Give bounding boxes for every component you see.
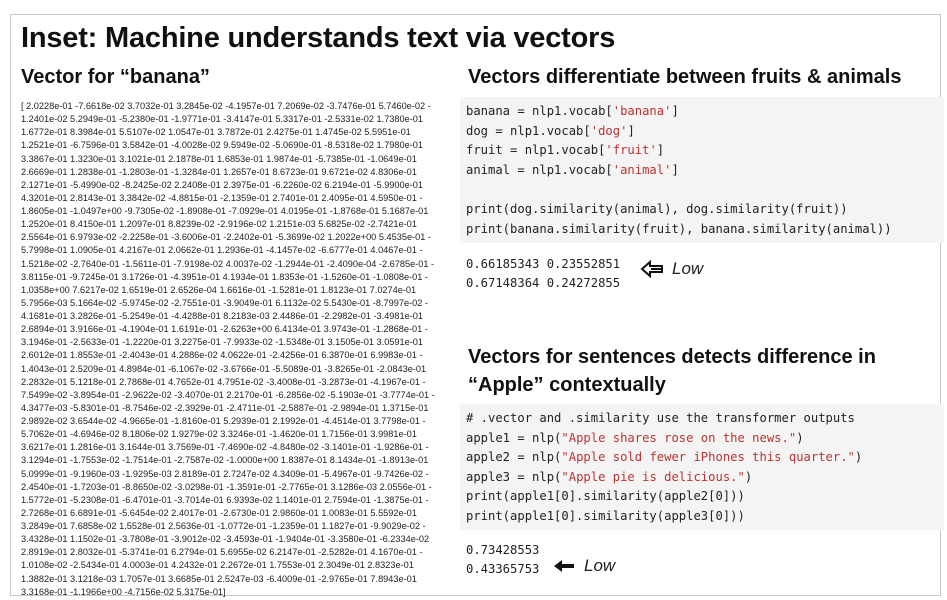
vector-line: 2.5564e-01 6.9793e-02 -2.2258e-01 -3.600… [21, 232, 431, 243]
output-line: 0.66185343 0.23552851 [466, 257, 621, 271]
output-line: 0.73428553 [466, 543, 540, 557]
vector-line: 3.1946e-01 -2.5633e-01 -1.2220e-01 3.227… [21, 337, 424, 348]
vector-line: 4.3477e-03 -5.8301e-01 -8.7546e-02 -2.39… [21, 402, 429, 413]
code-token: banana = nlp1.vocab[ [466, 104, 613, 118]
low-label-2: Low [584, 556, 616, 575]
code-token: ] [671, 104, 679, 118]
vector-line: 2.4540e-01 -1.7203e-01 -8.8650e-02 -3.02… [21, 481, 432, 492]
low-annotation-2: Low [552, 556, 615, 576]
low-label-1: Low [672, 259, 704, 278]
output-line: 0.43365753 [466, 562, 540, 576]
code-string: "Apple shares rose on the news." [561, 430, 797, 445]
vector-line: 3.3168e-01 -1.1966e+00 -4.7156e-02 5.317… [21, 586, 226, 597]
code-token: ) [796, 430, 804, 445]
vector-line: 1.3882e-01 3.1218e-03 1.7057e-01 3.6685e… [21, 573, 417, 584]
code-token: ] [627, 123, 635, 138]
vector-line: 3.1294e-01 -1.7553e-02 -1.7514e-01 -2.75… [21, 455, 429, 466]
vector-line: 3.2849e-01 7.6858e-02 1.5528e-01 2.5636e… [21, 521, 426, 531]
vector-line: 1.5772e-01 -5.2308e-01 -6.4701e-01 -3.70… [21, 494, 429, 505]
output-apple: 0.73428553 0.43365753 [466, 541, 539, 579]
vector-line: 1.2401e-02 5.2949e-01 -5.2380e-01 -1.977… [21, 114, 424, 125]
vector-line: [ 2.0228e-01 -7.6618e-02 3.7032e-01 3.28… [21, 101, 431, 111]
vector-line: 1.6772e-01 8.3984e-01 5.5107e-02 1.0547e… [21, 127, 411, 138]
code-token: print(banana.similarity(fruit), banana.s… [466, 221, 892, 236]
code-token: ] [671, 162, 679, 177]
code-line: banana = nlp1.vocab['banana'] [466, 102, 938, 122]
code-line: print(banana.similarity(fruit), banana.s… [466, 220, 938, 240]
vector-line: 7.5499e-02 -3.8954e-01 -2.9622e-02 -3.40… [21, 389, 435, 400]
code-string: 'banana' [612, 104, 672, 118]
code-token: print(apple1[0].similarity(apple3[0])) [466, 508, 745, 523]
vector-line: 5.7062e-01 -4.6946e-02 8.1806e-02 1.9279… [21, 429, 417, 440]
code-string: "Apple sold fewer iPhones this quarter." [561, 450, 855, 465]
vector-line: 1.5218e-02 -2.7640e-01 -1.5611e-01 -7.91… [21, 258, 435, 269]
vector-line: 1.0358e+00 7.6217e-02 1.6519e-01 2.6526e… [21, 284, 417, 295]
code-block-apple: # .vector and .similarity use the transf… [460, 404, 944, 530]
code-token: ) [744, 469, 753, 484]
vector-line: 3.8115e-01 -9.7245e-01 3.1726e-01 -4.395… [21, 271, 428, 282]
vector-line: 4.3201e-01 2.8143e-01 3.3842e-02 -4.8815… [21, 192, 423, 203]
vector-line: 2.1271e-01 -5.4990e-02 -8.2425e-02 2.240… [21, 179, 424, 190]
code-block-fruits-animals: banana = nlp1.vocab['banana']dog = nlp1.… [460, 97, 944, 243]
code-token: apple1 = nlp( [466, 430, 562, 445]
sentences-heading-line2: “Apple” contextually [468, 374, 666, 396]
fruits-animals-heading: Vectors differentiate between fruits & a… [468, 66, 902, 88]
vector-line: 2.6894e-01 3.9166e-01 -4.1904e-01 1.6191… [21, 324, 428, 335]
vector-line: 2.6669e-01 1.2838e-01 -1.2803e-01 -1.328… [21, 166, 417, 177]
vector-line: 2.2832e-01 5.1218e-01 2.7868e-01 4.7652e… [21, 376, 426, 387]
code-line [466, 180, 938, 200]
output-fruits-animals: 0.66185343 0.23552851 0.67148364 0.242728… [466, 255, 620, 293]
vector-line: 2.7268e-01 6.6891e-01 -5.6454e-02 2.4017… [21, 507, 417, 518]
code-token: animal = nlp1.vocab[ [466, 162, 613, 177]
code-string: 'dog' [590, 123, 628, 138]
code-line: apple1 = nlp("Apple shares rose on the n… [466, 429, 938, 449]
vector-line: 5.0999e-01 -9.1960e-03 -1.9295e-03 2.818… [21, 468, 429, 479]
code-string: 'fruit' [605, 143, 657, 158]
left-arrow-icon [640, 259, 663, 279]
code-token: apple2 = nlp( [466, 450, 562, 465]
code-token: dog = nlp1.vocab[ [466, 123, 591, 138]
code-token: print(dog.similarity(animal), dog.simila… [466, 201, 848, 216]
output-line: 0.67148364 0.24272855 [466, 276, 621, 290]
code-line: print(apple1[0].similarity(apple3[0])) [466, 507, 938, 527]
code-token: ] [656, 143, 665, 158]
low-annotation-1: Low [640, 258, 703, 280]
vector-line: 2.6012e-01 1.8553e-01 -2.4043e-01 4.2886… [21, 350, 423, 361]
code-line: print(dog.similarity(animal), dog.simila… [466, 200, 938, 220]
vector-line: 1.2521e-01 -6.7596e-01 3.5842e-01 -4.002… [21, 140, 424, 151]
code-line: dog = nlp1.vocab['dog'] [466, 122, 938, 142]
vector-line: 1.0108e-02 -2.5434e-01 4.0003e-01 4.2432… [21, 560, 414, 571]
slide-title: Inset: Machine understands text via vect… [21, 22, 616, 54]
code-token: # .vector and .similarity use the transf… [466, 411, 855, 425]
code-line: fruit = nlp1.vocab['fruit'] [466, 141, 938, 161]
vector-line: 1.8605e-01 -1.0497e+00 -9.7305e-02 -1.89… [21, 206, 429, 216]
vector-line: 3.6217e-01 1.2816e-01 3.1644e-01 3.7569e… [21, 442, 429, 453]
code-line: animal = nlp1.vocab['animal'] [466, 161, 938, 181]
vector-line: 1.4043e-01 2.5209e-01 4.8984e-01 -6.1067… [21, 363, 427, 374]
code-line: apple2 = nlp("Apple sold fewer iPhones t… [466, 448, 938, 468]
vector-line: 5.7956e-03 5.1664e-02 -5.9745e-02 -2.755… [21, 297, 428, 308]
vector-line: 4.1681e-01 3.2826e-01 -5.2549e-01 -4.428… [21, 311, 424, 321]
code-line: apple3 = nlp("Apple pie is delicious.") [466, 468, 938, 488]
vector-line: 2.9892e-02 3.6544e-02 -4.9665e-01 -1.816… [21, 416, 426, 426]
vector-heading: Vector for “banana” [21, 66, 210, 88]
code-string: 'animal' [612, 162, 672, 177]
code-token: fruit = nlp1.vocab[ [466, 143, 606, 158]
code-line: print(apple1[0].similarity(apple2[0])) [466, 487, 938, 507]
code-string: "Apple pie is delicious." [561, 469, 745, 484]
code-token: apple3 = nlp( [466, 469, 562, 484]
vector-line: 5.7998e-01 1.0905e-01 4.2167e-01 2.0662e… [21, 245, 423, 256]
code-token: ) [854, 450, 863, 465]
code-token: print(apple1[0].similarity(apple2[0])) [466, 489, 745, 504]
sentences-heading-line1: Vectors for sentences detects difference… [468, 346, 876, 368]
vector-line: 3.3867e-01 1.3230e-01 3.1021e-01 2.1878e… [21, 153, 417, 164]
vector-line: 2.8919e-01 2.8032e-01 -5.3741e-01 6.2794… [21, 547, 423, 558]
left-arrow-icon [554, 560, 574, 572]
vector-line: 1.2520e-01 8.4150e-01 1.2097e-01 8.8239e… [21, 219, 417, 230]
vector-line: 3.4328e-01 1.1502e-01 -3.7808e-01 -3.901… [21, 534, 430, 545]
slide-frame [10, 14, 941, 596]
banana-vector-text: [ 2.0228e-01 -7.6618e-02 3.7032e-01 3.28… [21, 100, 453, 599]
code-line: # .vector and .similarity use the transf… [466, 409, 938, 429]
